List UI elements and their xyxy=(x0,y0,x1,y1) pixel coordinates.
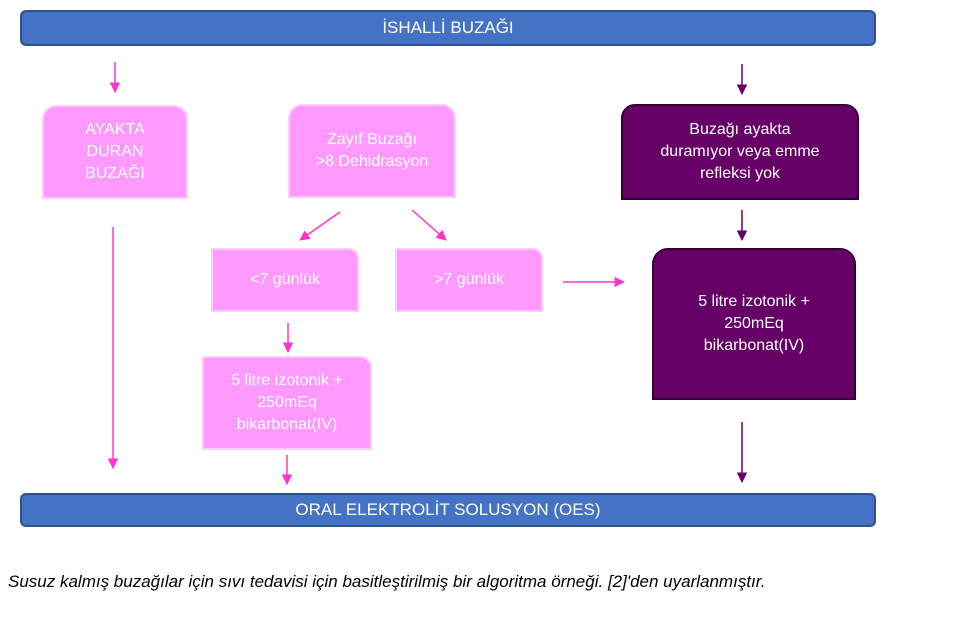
arrow-weak-to-under7 xyxy=(299,211,341,241)
bottom-bar: ORAL ELEKTROLİT SOLUSYON (OES) xyxy=(20,493,876,527)
figure-caption: Susuz kalmış buzağılar için sıvı tedavis… xyxy=(8,572,766,591)
cannot-stand-box: Buzağı ayakta duramıyor veya emme reflek… xyxy=(621,104,859,200)
under-7-days-box: <7 günlük xyxy=(211,248,359,312)
treatment-right-box: 5 litre izotonik + 250mEq bikarbonat(IV) xyxy=(652,248,856,400)
top-bar: İSHALLİ BUZAĞI xyxy=(20,10,876,46)
treatment-left-box: 5 litre izotonik + 250mEq bikarbonat(IV) xyxy=(202,356,372,450)
arrow-weak-to-over7 xyxy=(411,209,447,241)
over-7-days-box: >7 günlük xyxy=(395,248,543,312)
standing-calf-box: AYAKTA DURAN BUZAĞI xyxy=(42,105,188,199)
weak-calf-box: Zayıf Buzağı >8 Dehidrasyon xyxy=(288,104,456,198)
